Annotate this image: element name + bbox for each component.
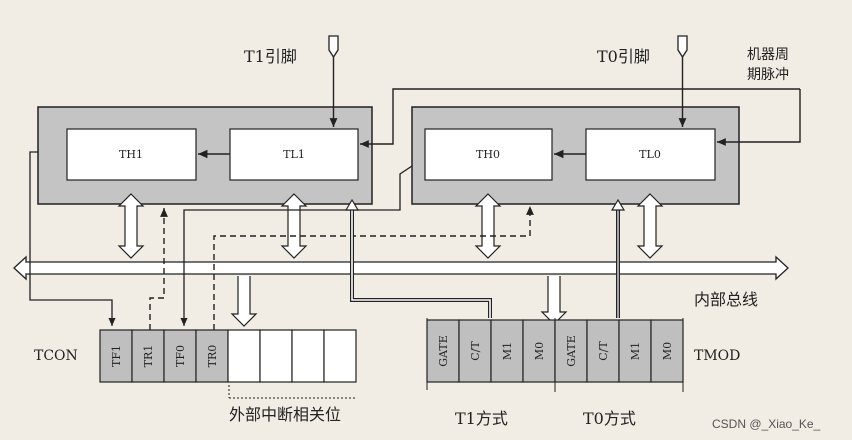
tl1-bus-connector bbox=[280, 193, 308, 259]
tmod-bit-label: M1 bbox=[501, 342, 514, 360]
th0-register bbox=[424, 128, 553, 181]
t1-mode-line bbox=[350, 204, 492, 318]
tmod-bit-cell bbox=[554, 319, 588, 383]
tcon-label: TCON bbox=[34, 348, 78, 364]
tf1-overflow-line bbox=[29, 151, 116, 326]
t0-mode-label: T0方式 bbox=[583, 409, 636, 428]
tr1-control-line bbox=[149, 208, 168, 330]
tcon-bit-cell bbox=[291, 329, 325, 383]
tcon-bit-cell bbox=[227, 329, 261, 383]
tl1-label: TL1 bbox=[283, 148, 305, 161]
tcon-bit-label: TR0 bbox=[206, 345, 219, 368]
tcon-bit-cell bbox=[163, 329, 197, 383]
internal-bus-label: 内部总线 bbox=[694, 290, 758, 309]
tmod-bit-label: M0 bbox=[661, 342, 674, 360]
t1-mode-bracket bbox=[426, 318, 556, 392]
tcon-bit-cell bbox=[259, 329, 293, 383]
external-interrupt-bracket bbox=[228, 385, 357, 399]
t0-pin-label: T0引脚 bbox=[597, 47, 650, 66]
clock-label-line1: 机器周 bbox=[747, 47, 789, 63]
tmod-bit-label: C/T bbox=[597, 341, 610, 361]
tmod-bit-label: M0 bbox=[533, 342, 546, 360]
tmod-bit-label: M1 bbox=[629, 342, 642, 360]
tcon-register: TF1 TR1 TF0 TR0 bbox=[99, 329, 357, 383]
t1-mode-line-inner bbox=[351, 204, 491, 318]
t0-mode-arrowhead bbox=[610, 198, 626, 211]
clock-to-tl0-line bbox=[717, 89, 801, 146]
tcon-bit-label: TF1 bbox=[110, 345, 123, 367]
th1-bus-connector bbox=[117, 193, 145, 259]
t0-pin-icon bbox=[677, 35, 688, 59]
tmod-register: GATE C/T M1 M0 GATE C/T M1 M0 bbox=[426, 319, 684, 383]
th1-label: TH1 bbox=[119, 148, 143, 161]
tcon-bit-cell bbox=[131, 329, 165, 383]
watermark: CSDN @_Xiao_Ke_ bbox=[712, 417, 821, 431]
tmod-bit-cell bbox=[618, 319, 652, 383]
t1-pin-label: T1引脚 bbox=[244, 47, 297, 66]
tl0-label: TL0 bbox=[639, 148, 661, 161]
t1-mode-label: T1方式 bbox=[455, 409, 508, 428]
clock-label-line2: 期脉冲 bbox=[747, 67, 789, 83]
bus-to-tmod-connector bbox=[540, 276, 568, 325]
tcon-bit-label: TF0 bbox=[174, 345, 187, 367]
tcon-bit-cell bbox=[195, 329, 229, 383]
tf0-overflow-line bbox=[180, 165, 413, 326]
tmod-label: TMOD bbox=[694, 348, 740, 364]
t1-pin-icon bbox=[328, 35, 339, 59]
internal-bus bbox=[13, 255, 789, 281]
tmod-bit-cell bbox=[522, 319, 556, 383]
tmod-bit-label: GATE bbox=[437, 335, 450, 367]
t1-mode-arrowhead bbox=[344, 198, 360, 211]
tmod-bit-cell bbox=[490, 319, 524, 383]
tmod-bit-cell bbox=[586, 319, 620, 383]
bus-to-tcon-connector bbox=[230, 276, 258, 327]
tmod-bit-label: GATE bbox=[565, 335, 578, 367]
tl1-register bbox=[229, 128, 359, 181]
th1-register bbox=[66, 128, 197, 181]
tmod-bit-cell bbox=[458, 319, 492, 383]
tr0-control-line bbox=[213, 206, 534, 330]
th0-bus-connector bbox=[474, 193, 502, 259]
tcon-bit-label: TR1 bbox=[142, 345, 155, 368]
external-interrupt-label: 外部中断相关位 bbox=[229, 405, 341, 424]
th0-label: TH0 bbox=[476, 148, 500, 161]
tl0-bus-connector bbox=[636, 193, 664, 259]
tcon-bit-cell bbox=[323, 329, 357, 383]
tmod-bit-label: C/T bbox=[469, 341, 482, 361]
clock-to-tl1-line bbox=[360, 88, 800, 148]
